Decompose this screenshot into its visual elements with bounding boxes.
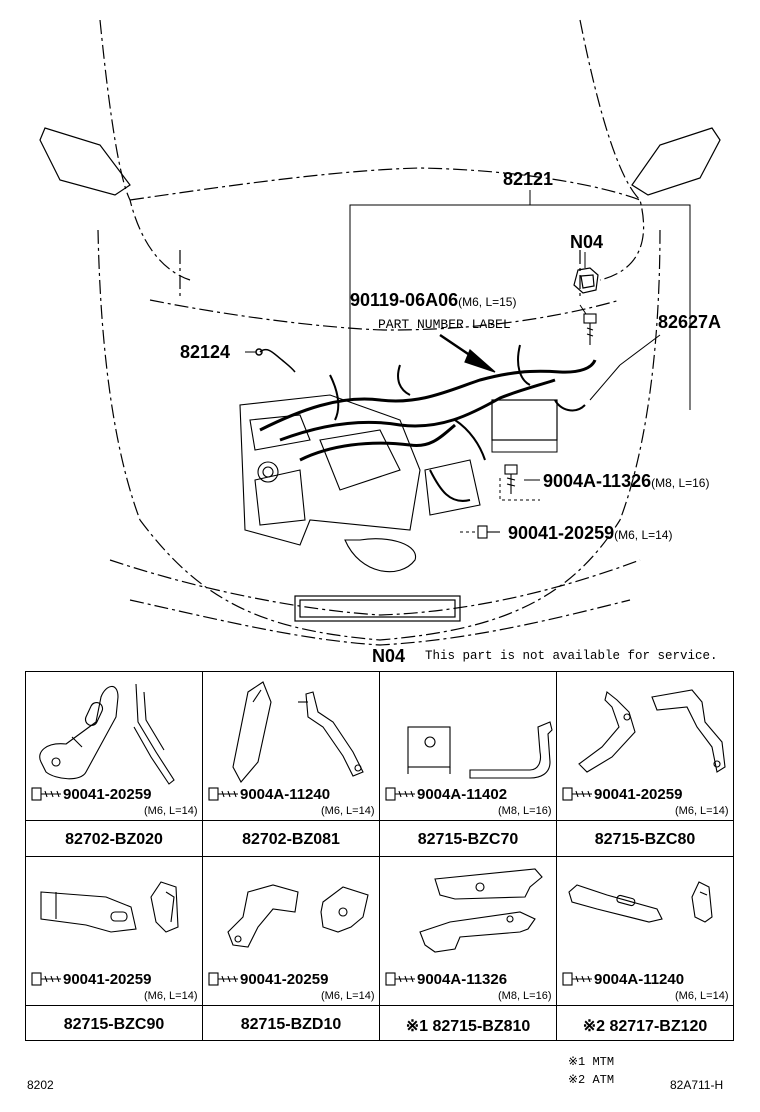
callout-82627a: 82627A [658,312,722,332]
bracket-bolt-spec: (M6, L=14) [675,805,729,817]
bracket-cell: 90041-20259 (M6, L=14) 82715-BZD10 [203,857,380,1040]
bolt-9004a-11326-icon [504,464,518,494]
bracket-cell: 9004A-11326 (M8, L=16) ※1 82715-BZ810 [380,857,557,1040]
callout-9004a-spec: (M8, L=16) [651,476,710,490]
bracket-drawing [39,683,175,785]
bracket-part-number: 82702-BZ020 [65,831,163,848]
bracket-drawing [40,881,179,933]
callout-90041-20259: 90041-20259(M6, L=14) [508,524,672,542]
bracket-part-number: ※1 82715-BZ810 [405,1018,531,1035]
legend-mtm: ※1 MTM [568,1055,615,1069]
callout-box-82121 [349,204,691,410]
bracket-drawing [419,868,543,953]
bolt-icon [385,972,415,986]
bracket-bolt-number: 9004A-11240 [240,786,331,803]
bracket-drawing [227,884,369,948]
bracket-cell: 9004A-11402 (M8, L=16) 82715-BZC70 [380,672,557,857]
bolt-icon [562,787,592,801]
bolt-icon [385,787,415,801]
legend-atm: ※2 ATM [568,1073,615,1087]
bolt-icon [31,787,61,801]
left-mirror [39,127,131,196]
license-plate-area [294,595,461,622]
wire-harness [259,344,597,502]
bracket-cell: 90041-20259 (M6, L=14) 82715-BZC90 [26,857,203,1040]
part-number-label-arrow [439,333,496,373]
part-number-label-text: PART NUMBER LABEL [378,317,511,332]
engine-assembly [239,394,481,573]
vehicle-outline [97,19,661,646]
bolt-icon [208,972,238,986]
bracket-bolt-number: 90041-20259 [240,971,329,988]
bracket-bolt-spec: (M6, L=14) [144,990,198,1002]
bolt-icon [562,972,592,986]
bolt-icon [31,972,61,986]
bracket-part-number: ※2 82717-BZ120 [582,1018,708,1035]
bracket-bolt-spec: (M6, L=14) [321,990,375,1002]
callout-90119-06a06: 90119-06A06(M6, L=15) [350,291,516,309]
engine-bay-diagram [39,19,721,646]
bracket-part-number: 82715-BZC90 [63,1016,165,1033]
callout-90041-spec: (M6, L=14) [614,528,673,542]
bracket-bolt-number: 9004A-11402 [417,786,508,803]
bracket-bolt-spec: (M6, L=14) [321,805,375,817]
part-82124-icon [255,348,296,373]
callout-90119-spec: (M6, L=15) [458,295,517,309]
callout-82124: 82124 [180,342,231,362]
right-mirror [631,127,721,196]
bracket-bolt-spec: (M8, L=16) [498,990,552,1002]
bracket-part-number: 82715-BZC70 [417,831,519,848]
callout-9004a-number: 9004A-11326 [543,471,652,491]
bracket-drawing [407,721,553,779]
bracket-bolt-number: 90041-20259 [594,786,683,803]
n04-part-icon [573,267,599,294]
bracket-part-number: 82715-BZD10 [240,1016,342,1033]
bracket-drawing [232,681,364,783]
bracket-parts-grid: 90041-20259 (M6, L=14) 82702-BZ020 9004A… [25,671,734,1041]
bracket-bolt-number: 90041-20259 [63,971,152,988]
battery [491,399,558,441]
bracket-cell: 90041-20259 (M6, L=14) 82702-BZ020 [26,672,203,857]
bracket-cell: 9004A-11240 (M6, L=14) 82702-BZ081 [203,672,380,857]
bracket-bolt-spec: (M8, L=16) [498,805,552,817]
bracket-bolt-number: 9004A-11326 [417,971,508,988]
bolt-90119-icon [583,313,597,345]
callout-90119-number: 90119-06A06 [350,290,459,310]
bracket-drawing [568,881,713,923]
bolt-90041-20259-icon [477,525,500,539]
figure-id: 82A711-H [670,1078,724,1092]
bracket-part-number: 82702-BZ081 [242,831,340,848]
bracket-cell: 90041-20259 (M6, L=14) 82715-BZC80 [557,672,733,857]
callout-n04: N04 [570,232,604,252]
bracket-bolt-number: 90041-20259 [63,786,152,803]
callout-82121: 82121 [503,169,554,189]
callout-90041-number: 90041-20259 [508,523,615,543]
bracket-cell: 9004A-11240 (M6, L=14) ※2 82717-BZ120 [557,857,733,1040]
callout-9004a-11326: 9004A-11326(M8, L=16) [543,472,709,490]
bolt-icon [208,787,238,801]
bracket-bolt-number: 9004A-11240 [594,971,685,988]
service-note-code: N04 [372,646,406,666]
bracket-bolt-spec: (M6, L=14) [675,990,729,1002]
bracket-bolt-spec: (M6, L=14) [144,805,198,817]
service-note-text: This part is not available for service. [425,649,718,663]
page-code: 8202 [27,1078,54,1092]
bracket-part-number: 82715-BZC80 [594,831,696,848]
bracket-drawing [578,689,726,773]
